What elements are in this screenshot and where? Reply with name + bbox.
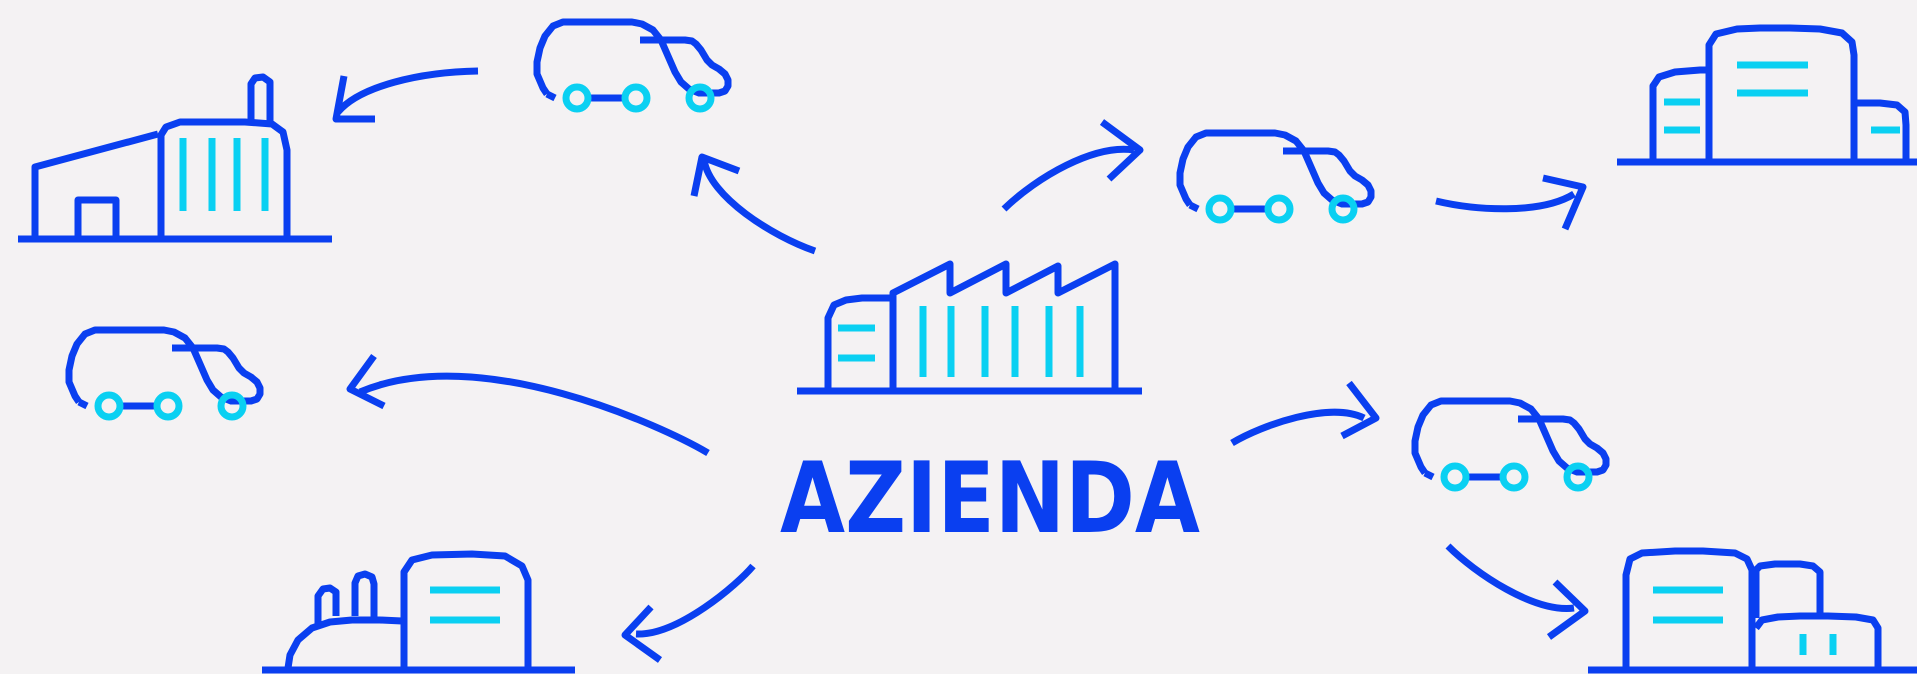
- arrow-to-bottom-left-plant: [621, 563, 756, 663]
- delivery-van-icon-left: [69, 330, 260, 417]
- delivery-van-icon-lower-right: [1415, 401, 1606, 488]
- plant-icon-bottom-left: [262, 550, 575, 674]
- arrow-to-top-right-office: [1435, 174, 1587, 231]
- arrow-to-left-van: [346, 353, 710, 457]
- arrow-to-upper-right-van: [1001, 119, 1144, 212]
- office-building-icon-top-right: [1617, 24, 1917, 166]
- warehouse-icon-top-left: [18, 73, 332, 243]
- arrow-to-top-left-warehouse: [332, 67, 479, 123]
- arrow-to-top-van: [690, 153, 817, 255]
- industrial-building-icon-bottom-right: [1588, 547, 1917, 674]
- arrow-to-lower-right-van: [1230, 380, 1380, 447]
- delivery-van-icon-upper-right: [1180, 133, 1371, 220]
- arrow-to-bottom-right-building: [1445, 543, 1589, 640]
- central-factory-icon: [797, 260, 1142, 395]
- company-title: AZIENDA: [780, 442, 1200, 556]
- delivery-van-icon-top: [537, 22, 728, 109]
